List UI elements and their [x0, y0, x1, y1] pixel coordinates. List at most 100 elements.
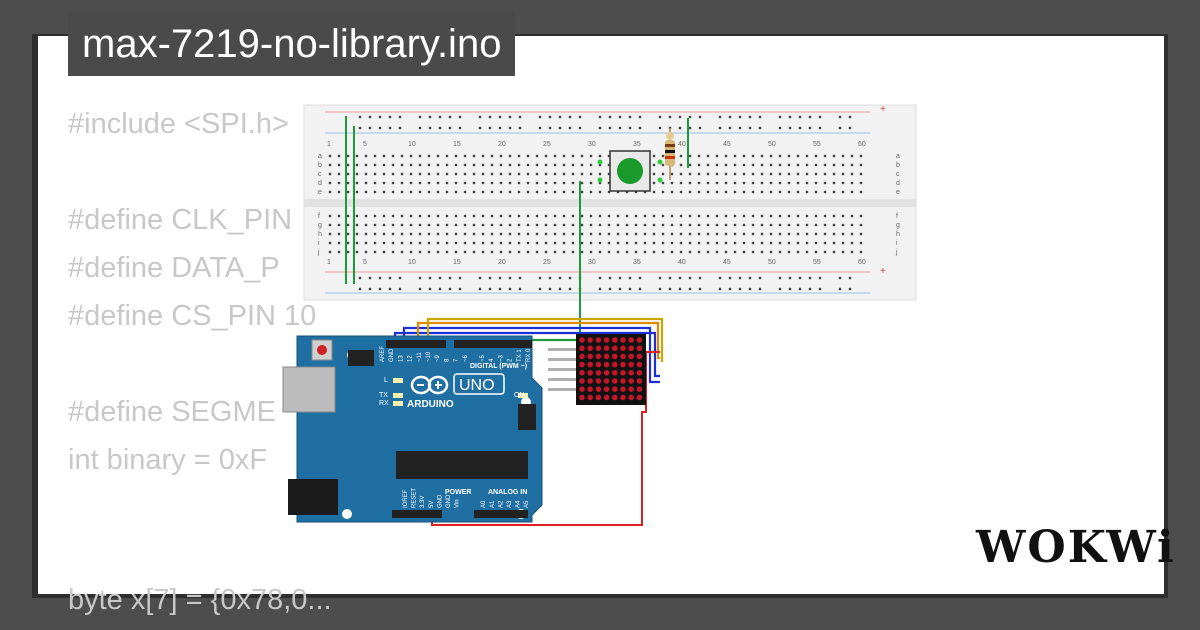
matrix-led	[612, 345, 618, 352]
matrix-led	[612, 361, 618, 368]
matrix-led	[603, 361, 610, 368]
breadboard-column-number: 35	[633, 259, 641, 266]
board-brand: ARDUINO	[407, 399, 454, 410]
power-analog-pin-label: GND	[446, 494, 452, 508]
matrix-led	[603, 394, 610, 401]
wire-extra[interactable]	[426, 317, 664, 362]
breadboard-row-letter: f	[318, 213, 320, 220]
power-analog-pin-label: IOREF	[403, 489, 409, 508]
led-matrix-module[interactable]	[548, 334, 646, 405]
matrix-led	[628, 337, 634, 343]
matrix-led	[579, 394, 585, 401]
breadboard-column-number: 10	[408, 259, 416, 266]
board-model: UNO	[459, 377, 495, 394]
matrix-led	[579, 386, 585, 393]
power-jack	[288, 479, 338, 515]
matrix-led	[628, 394, 634, 401]
matrix-led	[587, 353, 593, 360]
matrix-led	[636, 370, 643, 376]
matrix-led	[603, 370, 610, 376]
breadboard-column-number: 40	[678, 141, 686, 148]
breadboard-row-letter: g	[318, 222, 322, 229]
breadboard-row-letter: a	[318, 153, 322, 160]
code-line-binary: int binary = 0xF	[68, 444, 268, 476]
digital-pin-label: 4	[489, 358, 495, 362]
breadboard-row-letter: a	[896, 153, 900, 160]
wire-cs[interactable]	[416, 321, 660, 360]
power-analog-pin-label: A5	[524, 500, 530, 508]
digital-pin-label: ~10	[426, 351, 432, 362]
matrix-led	[603, 345, 610, 352]
breadboard-column-number: 10	[408, 141, 416, 148]
matrix-led	[620, 337, 626, 343]
matrix-led	[579, 337, 585, 343]
digital-pin-label: GND	[389, 348, 395, 362]
breadboard-labels: 1155101015152020252530303535404045455050…	[317, 141, 900, 266]
breadboard-row-letter: j	[895, 249, 898, 256]
pushbutton[interactable]	[597, 150, 663, 192]
breadboard-row-letter: d	[318, 180, 322, 187]
power-analog-pin-label: 3.3V	[420, 496, 426, 508]
code-line-cs: #define CS_PIN 10	[68, 300, 317, 332]
matrix-led	[603, 337, 610, 343]
digital-pin-label: ~3	[498, 354, 504, 362]
breadboard-column-number: 60	[858, 141, 866, 148]
arduino-logo	[410, 373, 505, 395]
matrix-led	[595, 353, 602, 360]
breadboard-column-number: 1	[327, 141, 331, 148]
matrix-led	[595, 345, 602, 352]
power-analog-pin-label: A4	[516, 500, 522, 508]
matrix-led	[636, 337, 643, 343]
matrix-led	[612, 337, 618, 343]
breadboard-column-number: 60	[858, 259, 866, 266]
matrix-led	[620, 345, 626, 352]
wokwi-logo: WOKWi	[976, 522, 1176, 573]
breadboard-row-letter: c	[318, 171, 322, 178]
breadboard-column-number: 30	[588, 141, 596, 148]
matrix-led	[587, 394, 593, 401]
tx-led-label: TX	[379, 392, 388, 399]
breadboard-column-number: 45	[723, 141, 731, 148]
matrix-led	[587, 370, 593, 376]
breadboard-column-number: 5	[363, 141, 367, 148]
matrix-led	[612, 353, 618, 360]
matrix-pin-header	[548, 348, 576, 391]
reset-button[interactable]	[317, 345, 327, 355]
breadboard-column-number: 55	[813, 259, 821, 266]
wire-data[interactable]	[402, 326, 660, 384]
digital-header-label: DIGITAL (PWM ~)	[470, 363, 527, 370]
matrix-led	[587, 361, 593, 368]
digital-pin-label: 2	[508, 358, 514, 362]
matrix-led	[587, 337, 593, 343]
breadboard-row-letter: h	[318, 231, 322, 238]
resistor[interactable]	[665, 128, 675, 180]
breadboard-column-number: 50	[768, 259, 776, 266]
breadboard-row-letter: g	[896, 222, 900, 229]
matrix-led	[587, 378, 593, 384]
matrix-led	[603, 386, 610, 393]
matrix-led	[579, 353, 585, 360]
digital-pin-label: ~9	[435, 354, 441, 362]
breadboard-column-number: 35	[633, 141, 641, 148]
power-analog-pin-label: GND	[437, 494, 443, 508]
breadboard-row-letter: d	[896, 180, 900, 187]
breadboard-column-number: 15	[453, 259, 461, 266]
matrix-led	[636, 386, 643, 393]
breadboard-row-letter: i	[318, 240, 320, 247]
arduino-uno-board[interactable]: UNO ARDUINO DIGITAL (PWM ~) POWER ANALOG…	[282, 335, 543, 523]
power-analog-pin-label: A0	[481, 500, 487, 508]
breadboard-row-letter: c	[896, 171, 900, 178]
matrix-led	[612, 370, 618, 376]
breadboard-column-number: 20	[498, 259, 506, 266]
project-title: max-7219-no-library.ino	[68, 12, 516, 76]
l-led-label: L	[384, 377, 388, 384]
matrix-led	[587, 345, 593, 352]
matrix-led	[612, 386, 618, 393]
matrix-led	[636, 345, 643, 352]
breadboard-row-letter: j	[317, 249, 320, 256]
power-analog-pin-label: 5V	[429, 501, 435, 508]
pushbutton-cap[interactable]	[617, 158, 643, 184]
matrix-led	[628, 345, 634, 352]
matrix-led	[636, 378, 643, 384]
